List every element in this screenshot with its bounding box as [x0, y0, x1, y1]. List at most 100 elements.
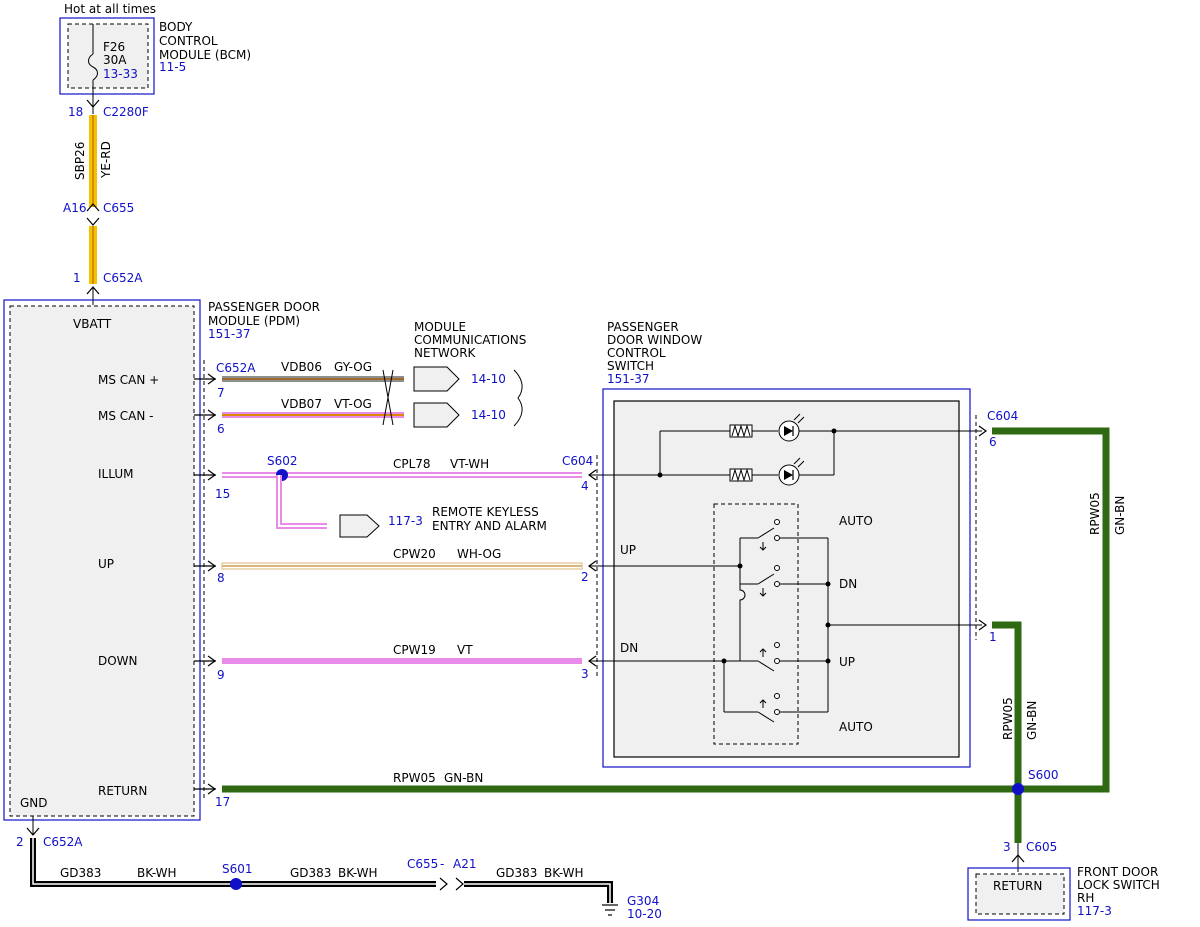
bcm-name-line3: MODULE (BCM) — [159, 48, 251, 62]
c655-connector-icon — [86, 203, 100, 212]
network-minus-arrow-box — [413, 402, 460, 428]
switch-inner-box — [613, 400, 960, 758]
c652a-gnd-connector-icon — [26, 827, 40, 836]
switch-outline — [602, 388, 971, 768]
rpw05-bottom-color: GN-BN — [444, 771, 483, 785]
rke-name-line1: REMOTE KEYLESS — [432, 505, 539, 519]
rpw05-right-circuit: RPW05 — [1088, 492, 1102, 535]
sbp26-wire-upper-stripe — [92, 115, 94, 207]
c655-inline-connector-icon-2 — [455, 877, 464, 891]
network-name-line2: COMMUNICATIONS — [414, 333, 526, 347]
pdm-ms-can-minus-label: MS CAN - — [98, 409, 154, 423]
network-name-line3: NETWORK — [414, 346, 477, 360]
switch-page-ref: 151-37 — [607, 372, 650, 386]
switch-junction-dots — [721, 563, 831, 664]
c604-right-arrows — [978, 425, 988, 631]
cpw19-wire — [222, 658, 582, 664]
vdb06-circuit: VDB06 — [281, 360, 322, 374]
lock-switch-name-line1: FRONT DOOR — [1077, 865, 1158, 879]
c604-pin-2: 2 — [581, 570, 589, 584]
bcm-name-line2: CONTROL — [159, 34, 218, 48]
bcm-inner-box — [67, 23, 149, 89]
rke-name-line2: ENTRY AND ALARM — [432, 519, 547, 533]
rpw05-wires — [222, 427, 1110, 843]
sbp26-color-label: YE-RD — [99, 141, 113, 179]
vdb07-circuit: VDB07 — [281, 397, 322, 411]
c652a-feed-label: C652A — [103, 271, 143, 285]
vdb07-page-ref: 14-10 — [471, 408, 506, 422]
led-icon — [778, 413, 805, 442]
c655-pin: A16 — [63, 201, 86, 215]
s601-label: S601 — [222, 862, 253, 876]
pdm-vbatt-label: VBATT — [73, 317, 112, 331]
switch-contacts — [590, 527, 982, 723]
pdm-pin-stubs — [194, 373, 217, 795]
vdb06-wire-stripe — [222, 378, 404, 380]
switch-auto-top-label: AUTO — [839, 514, 873, 528]
c655-connector-icon-lower — [86, 217, 100, 226]
cpl78-circuit: CPL78 — [393, 457, 431, 471]
c655-label: C655 — [103, 201, 134, 215]
cpl78-wire-stripe — [222, 474, 582, 476]
pin-15: 15 — [215, 487, 230, 501]
pdm-outline — [3, 299, 201, 821]
illum-return-junction-dot — [831, 428, 837, 434]
switch-illum-circuit — [590, 430, 982, 476]
led-icon — [778, 457, 805, 486]
switch-auto-bottom-label: AUTO — [839, 720, 873, 734]
cpw20-circuit: CPW20 — [393, 547, 436, 561]
switch-up-label: UP — [839, 655, 855, 669]
rke-page-ref: 117-3 — [388, 514, 423, 528]
gd383-wire-stripe — [32, 838, 611, 903]
c604-left-arrows — [587, 469, 597, 667]
pdm-illum-label: ILLUM — [98, 467, 133, 481]
pdm-connector-label: C652A — [216, 361, 256, 375]
s600-label: S600 — [1028, 768, 1059, 782]
rpw05-mid-circuit: RPW05 — [1001, 697, 1015, 740]
fuse-rating: 30A — [103, 53, 127, 67]
switch-name-line2: DOOR WINDOW — [607, 333, 702, 347]
pdm-down-label: DOWN — [98, 654, 138, 668]
pin-9: 9 — [217, 668, 225, 682]
c605-label: C605 — [1026, 840, 1057, 854]
sbp26-wire-lower-stripe — [92, 226, 94, 284]
rpw05-bottom-circuit: RPW05 — [393, 771, 436, 785]
gd383-circuit-1: GD383 — [60, 866, 101, 880]
cpl78-branch-wire-stripe — [278, 475, 327, 527]
gd383-color-1: BK-WH — [137, 866, 177, 880]
pin-8: 8 — [217, 571, 225, 585]
vdb07-wire-stripe — [222, 414, 404, 416]
rke-arrow-box — [339, 514, 380, 538]
lock-switch-page-ref: 117-3 — [1077, 904, 1112, 918]
c655-inline-pin: A21 — [453, 857, 476, 871]
g304-label: G304 — [627, 894, 659, 908]
rpw05-right-color: GN-BN — [1113, 496, 1127, 535]
cpw19-color: VT — [457, 643, 473, 657]
pdm-inner-box — [9, 305, 195, 817]
switch-contact-points — [774, 519, 780, 715]
lock-switch-name-line2: LOCK SWITCH — [1077, 878, 1160, 892]
c2280f-label: C2280F — [103, 105, 149, 119]
pdm-name-line2: MODULE (PDM) — [208, 314, 300, 328]
s600-splice-dot — [1012, 783, 1024, 795]
g304-page-ref: 10-20 — [627, 907, 662, 921]
c652a-feed-pin: 1 — [73, 271, 81, 285]
c655-inline-label: C655 — [407, 857, 438, 871]
pdm-page-ref: 151-37 — [208, 327, 251, 341]
lock-switch-return-label: RETURN — [993, 879, 1042, 893]
network-name-line1: MODULE — [414, 320, 466, 334]
network-plus-arrow-box — [413, 366, 460, 392]
switch-dn-label: DN — [839, 577, 857, 591]
gnd-connector-label: C652A — [43, 835, 83, 849]
lock-switch-inner-box — [975, 873, 1065, 915]
twisted-pair-icon — [382, 369, 394, 426]
resistor-zigzag-icon — [731, 468, 751, 482]
fuse-id: F26 — [103, 40, 125, 54]
pin-6: 6 — [217, 422, 225, 436]
gd383-color-3: BK-WH — [544, 866, 584, 880]
gd383-circuit-3: GD383 — [496, 866, 537, 880]
fuse-page-ref: 13-33 — [103, 67, 138, 81]
lock-switch-name-line3: RH — [1077, 891, 1094, 905]
c655-inline-connector-icon — [439, 877, 448, 891]
